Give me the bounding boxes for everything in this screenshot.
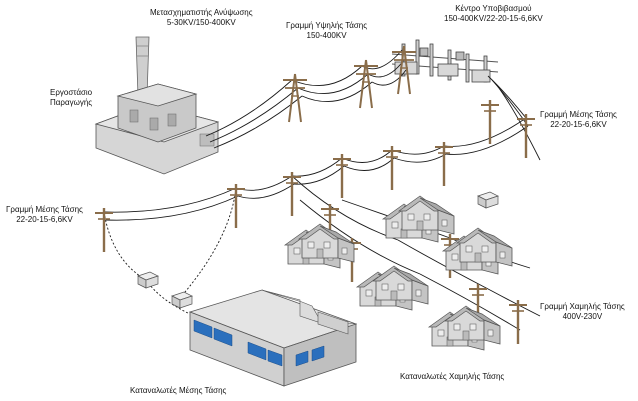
medium-voltage-line-right-label: Γραμμή Μέσης Τάσης 22-20-15-6,6KV — [540, 110, 617, 130]
step-up-transformer-voltage: 5-30KV/150-400KV — [166, 18, 236, 27]
industrial-consumer-building — [188, 289, 358, 387]
step-down-center-label: Κέντρο Υποβιβασμού 150-400KV/22-20-15-6,… — [444, 4, 543, 24]
high-voltage-line-label: Γραμμή Υψηλής Τάσης 150-400KV — [286, 21, 367, 41]
medium-voltage-line-right-title: Γραμμή Μέσης Τάσης — [540, 110, 617, 119]
low-voltage-line-voltage: 400V-230V — [562, 312, 603, 321]
step-up-transformer-label: Μετασχηματιστής Ανύψωσης 5-30KV/150-400K… — [150, 8, 253, 28]
medium-voltage-line-left-title: Γραμμή Μέσης Τάσης — [6, 205, 83, 214]
step-down-center-title: Κέντρο Υποβιβασμού — [455, 4, 532, 13]
power-wires — [103, 49, 541, 331]
low-voltage-consumers-label: Καταναλωτές Χαμηλής Τάσης — [400, 372, 504, 382]
power-plant-title-1: Εργοστάσιο — [50, 88, 93, 97]
low-voltage-consumers-title: Καταναλωτές Χαμηλής Τάσης — [400, 372, 505, 381]
medium-voltage-line-left-voltage: 22-20-15-6,6KV — [16, 215, 73, 224]
medium-voltage-line-left-label: Γραμμή Μέσης Τάσης 22-20-15-6,6KV — [6, 205, 83, 225]
medium-voltage-consumers-label: Καταναλωτές Μέσης Τάσης — [130, 386, 226, 396]
step-down-center-voltage: 150-400KV/22-20-15-6,6KV — [444, 14, 543, 23]
power-plant-label: Εργοστάσιο Παραγωγής — [50, 88, 92, 108]
low-voltage-line-label: Γραμμή Χαμηλής Τάσης 400V-230V — [540, 302, 625, 322]
high-voltage-line-voltage: 150-400KV — [306, 31, 347, 40]
low-voltage-line-title: Γραμμή Χαμηλής Τάσης — [540, 302, 625, 311]
medium-voltage-consumers-title: Καταναλωτές Μέσης Τάσης — [130, 386, 227, 395]
high-voltage-line-title: Γραμμή Υψηλής Τάσης — [286, 21, 368, 30]
step-up-transformer-title: Μετασχηματιστής Ανύψωσης — [150, 8, 253, 17]
power-plant-title-2: Παραγωγής — [50, 98, 93, 107]
medium-voltage-line-right-voltage: 22-20-15-6,6KV — [550, 120, 607, 129]
power-plant-building — [94, 36, 220, 175]
